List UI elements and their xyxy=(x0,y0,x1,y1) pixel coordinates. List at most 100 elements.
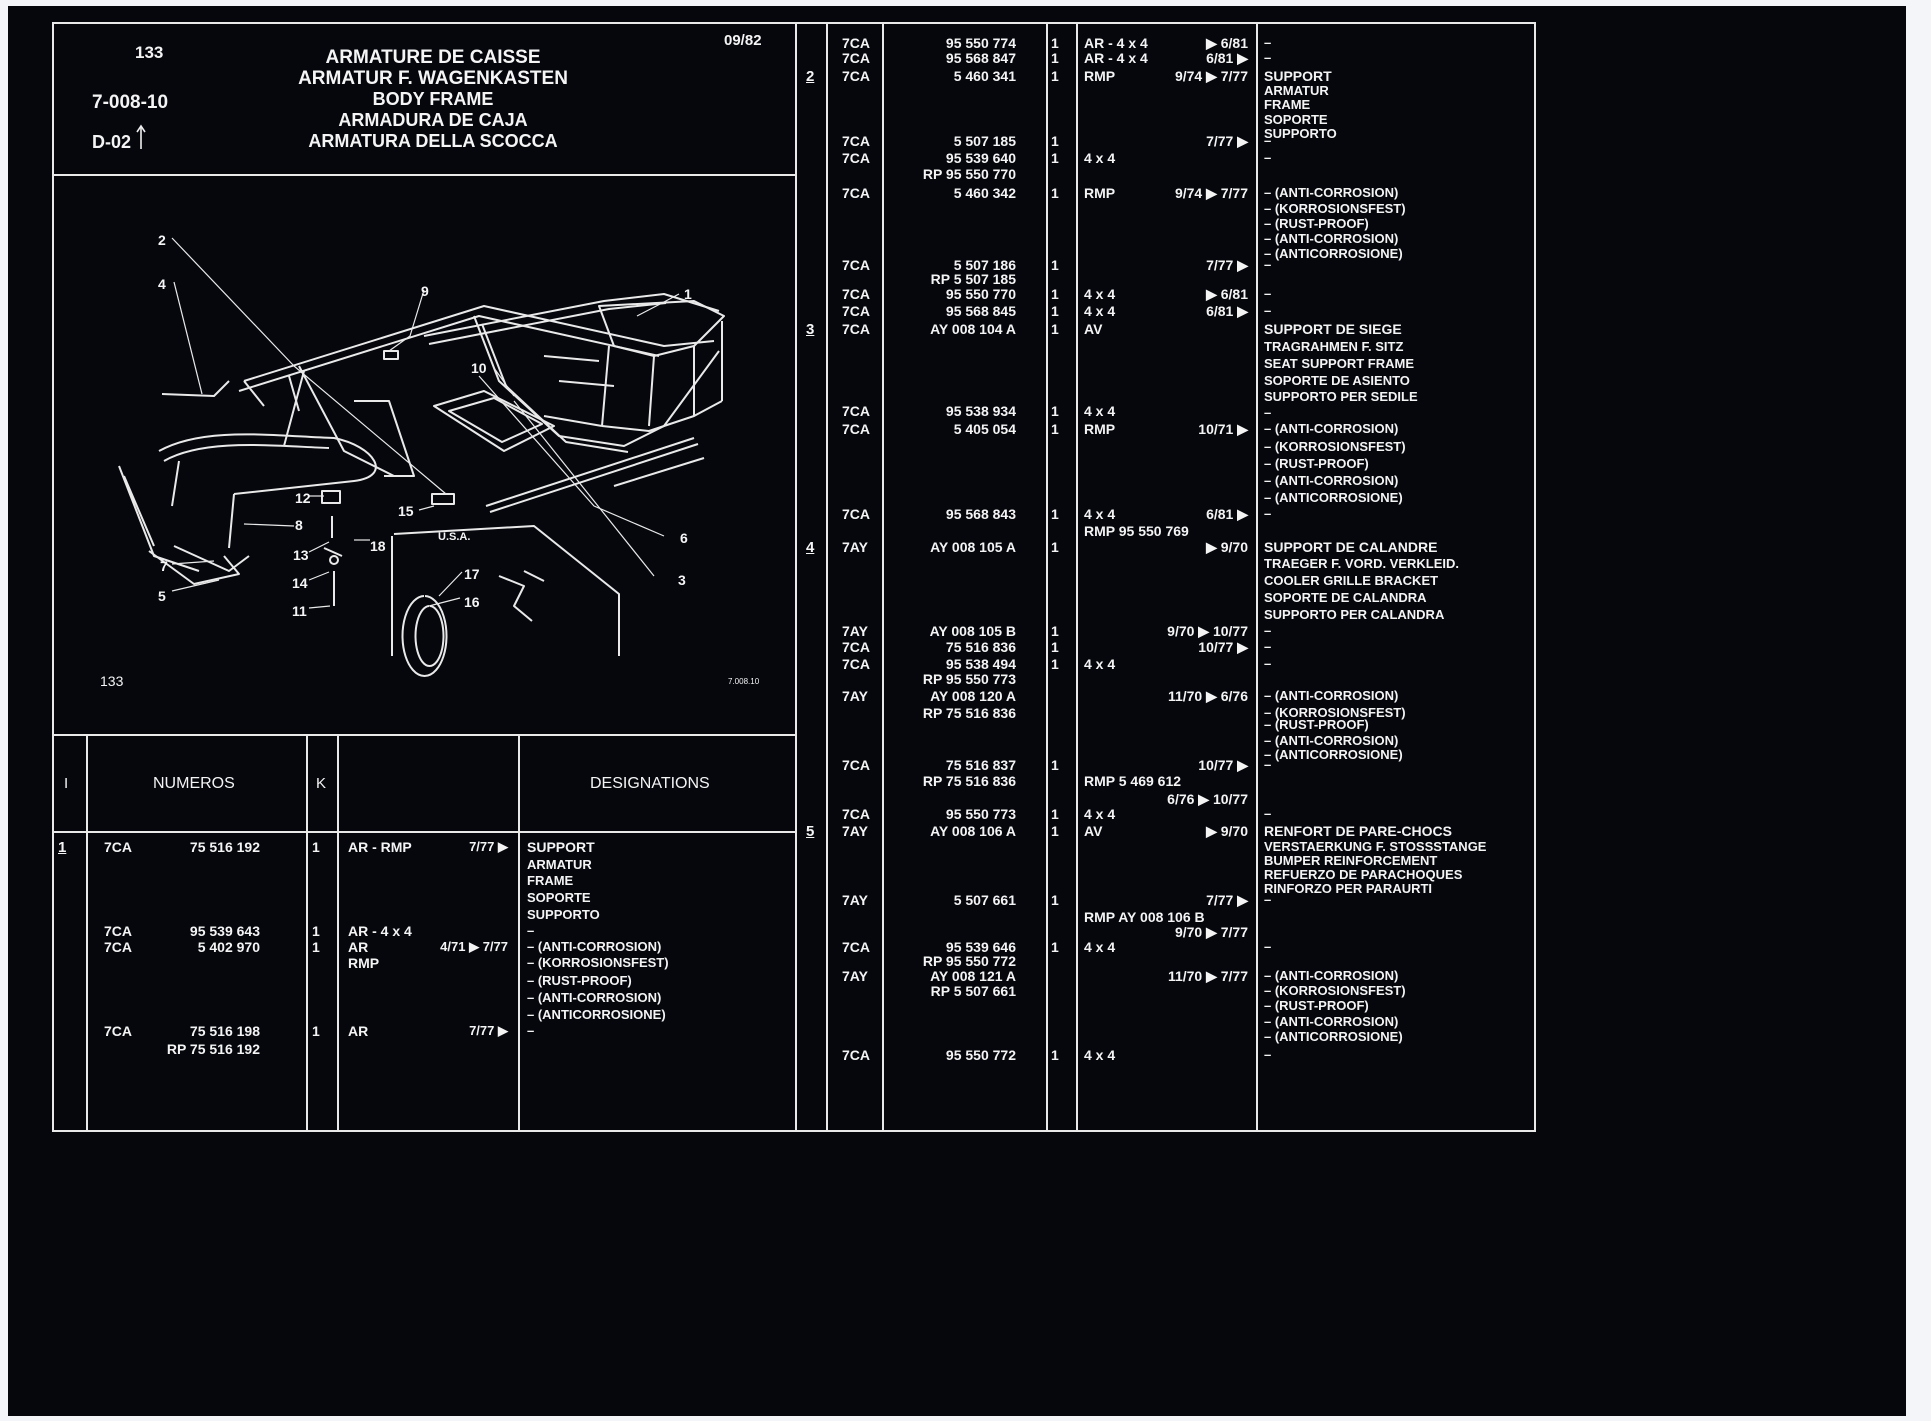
left-row-date: 7/77 ▶ xyxy=(469,839,508,854)
right-row-type: 7AY xyxy=(842,539,868,555)
right-row-desig: – (ANTI-CORROSION) xyxy=(1264,968,1399,983)
right-row-type: 7AY xyxy=(842,968,868,984)
right-row-q: 1 xyxy=(1051,892,1059,908)
right-row-num: 95 539 640 xyxy=(945,150,1016,166)
right-row-type: 7CA xyxy=(842,403,871,419)
right-row-desig: SEAT SUPPORT FRAME xyxy=(1264,356,1414,371)
right-row-num: RP 75 516 836 xyxy=(922,705,1016,721)
left-row-desig: – xyxy=(527,923,535,938)
right-row-type: 7CA xyxy=(842,757,871,773)
right-row-date: 7/77 ▶ xyxy=(1206,257,1248,273)
right-row-num: RP 75 516 836 xyxy=(922,773,1016,789)
callout-15: 15 xyxy=(398,503,414,519)
right-row-desig: – (ANTICORROSIONE) xyxy=(1264,1029,1403,1044)
right-row-num: 95 550 774 xyxy=(945,35,1016,51)
right-row-num: AY 008 120 A xyxy=(930,688,1016,704)
right-row-desig: – xyxy=(1264,150,1272,165)
right-row-num: 5 507 185 xyxy=(953,133,1016,149)
callout-17: 17 xyxy=(464,566,480,582)
right-row-num: 5 507 661 xyxy=(953,892,1016,908)
right-row-desig: – (ANTICORROSIONE) xyxy=(1264,490,1403,505)
right-row-q: 1 xyxy=(1051,321,1059,337)
right-row-code: 4 x 4 xyxy=(1084,403,1116,419)
callout-18: 18 xyxy=(370,538,386,554)
left-row-q: 1 xyxy=(312,1023,320,1039)
right-row-desig: ARMATUR xyxy=(1264,83,1329,98)
right-row-type: 7CA xyxy=(842,806,871,822)
right-row-desig: – (ANTI-CORROSION) xyxy=(1264,1014,1399,1029)
left-row-desig: SUPPORTO xyxy=(527,907,600,922)
right-row-desig: – (KORROSIONSFEST) xyxy=(1264,705,1406,720)
right-row-desig: SUPPORT DE CALANDRE xyxy=(1264,539,1438,555)
left-row-q: 1 xyxy=(312,923,320,939)
right-row-desig: TRAGRAHMEN F. SITZ xyxy=(1264,339,1404,354)
right-row-code: AV xyxy=(1084,321,1103,337)
left-row-desig: ARMATUR xyxy=(527,857,592,872)
right-row-num: AY 008 106 A xyxy=(930,823,1016,839)
callout-11: 11 xyxy=(292,603,307,619)
right-row-date: 6/81 ▶ xyxy=(1206,303,1248,319)
arrow-up-icon xyxy=(136,124,146,149)
page-title-1: ARMATURE DE CAISSE xyxy=(325,47,541,68)
reference-code: D-02 xyxy=(92,132,132,152)
right-row-num: 75 516 836 xyxy=(945,639,1016,655)
callout-1: 1 xyxy=(684,286,692,302)
callout-2: 2 xyxy=(158,232,166,248)
page-number: 133 xyxy=(135,43,164,62)
right-row-date: ▶ 6/81 xyxy=(1206,35,1248,51)
right-row-code: RMP 5 469 612 xyxy=(1084,773,1182,789)
exploded-parts-diagram xyxy=(118,237,725,677)
inset-label: U.S.A. xyxy=(438,531,471,543)
right-row-code: RMP AY 008 106 B xyxy=(1084,909,1205,925)
right-row-num: AY 008 105 B xyxy=(929,623,1016,639)
right-row-type: 7CA xyxy=(842,185,871,201)
right-row-num: 95 550 773 xyxy=(945,806,1016,822)
right-row-type: 7CA xyxy=(842,506,871,522)
right-row-desig: – xyxy=(1264,623,1272,638)
right-row-code: 4 x 4 xyxy=(1084,939,1116,955)
right-row-desig: – xyxy=(1264,257,1272,272)
right-row-num: 95 538 934 xyxy=(945,403,1016,419)
left-row-type: 7CA xyxy=(104,939,133,955)
right-row-type: 7CA xyxy=(842,133,871,149)
right-row-desig: – xyxy=(1264,892,1272,907)
left-row-code: AR xyxy=(348,939,369,955)
right-row-desig: – (KORROSIONSFEST) xyxy=(1264,439,1406,454)
right-row-q: 1 xyxy=(1051,421,1059,437)
frame-top xyxy=(52,22,1536,24)
right-row-num: RP 5 507 661 xyxy=(930,983,1016,999)
right-row-desig: – xyxy=(1264,806,1272,821)
right-row-idx: 5 xyxy=(806,823,815,840)
right-row-desig: – (ANTI-CORROSION) xyxy=(1264,185,1399,200)
right-row-desig: – xyxy=(1264,405,1272,420)
right-row-type: 7CA xyxy=(842,303,871,319)
right-row-date: 9/74 ▶ 7/77 xyxy=(1174,185,1248,201)
right-row-q: 1 xyxy=(1051,257,1059,273)
left-row-desig: SUPPORT xyxy=(527,839,595,855)
right-row-desig: – (RUST-PROOF) xyxy=(1264,717,1369,732)
diagram-page-ref: 133 xyxy=(100,673,124,689)
right-row-code: RMP 95 550 769 xyxy=(1084,523,1189,539)
right-row-q: 1 xyxy=(1051,150,1059,166)
right-row-desig: – (KORROSIONSFEST) xyxy=(1264,201,1406,216)
right-row-num: 95 550 770 xyxy=(945,286,1016,302)
right-row-desig: TRAEGER F. VORD. VERKLEID. xyxy=(1264,556,1460,571)
right-row-num: RP 5 507 185 xyxy=(930,271,1016,287)
diagram-divider xyxy=(52,734,795,736)
right-row-desig: – xyxy=(1264,1047,1272,1062)
section-code: 7-008-10 xyxy=(92,92,169,113)
right-row-desig: BUMPER REINFORCEMENT xyxy=(1264,853,1438,868)
col-line-designations xyxy=(518,734,520,1132)
column-header-numeros: NUMEROS xyxy=(153,775,235,792)
right-row-type: 7CA xyxy=(842,421,871,437)
left-row-type: 7CA xyxy=(104,1023,133,1039)
right-row-idx: 2 xyxy=(806,68,815,85)
right-row-num: AY 008 105 A xyxy=(930,539,1016,555)
header-divider xyxy=(52,174,795,176)
right-row-type: 7AY xyxy=(842,892,868,908)
left-row-desig: FRAME xyxy=(527,873,574,888)
right-row-q: 1 xyxy=(1051,506,1059,522)
right-row-q: 1 xyxy=(1051,35,1059,51)
right-row-num: 95 539 646 xyxy=(945,939,1016,955)
left-row-desig: – (RUST-PROOF) xyxy=(527,973,632,988)
